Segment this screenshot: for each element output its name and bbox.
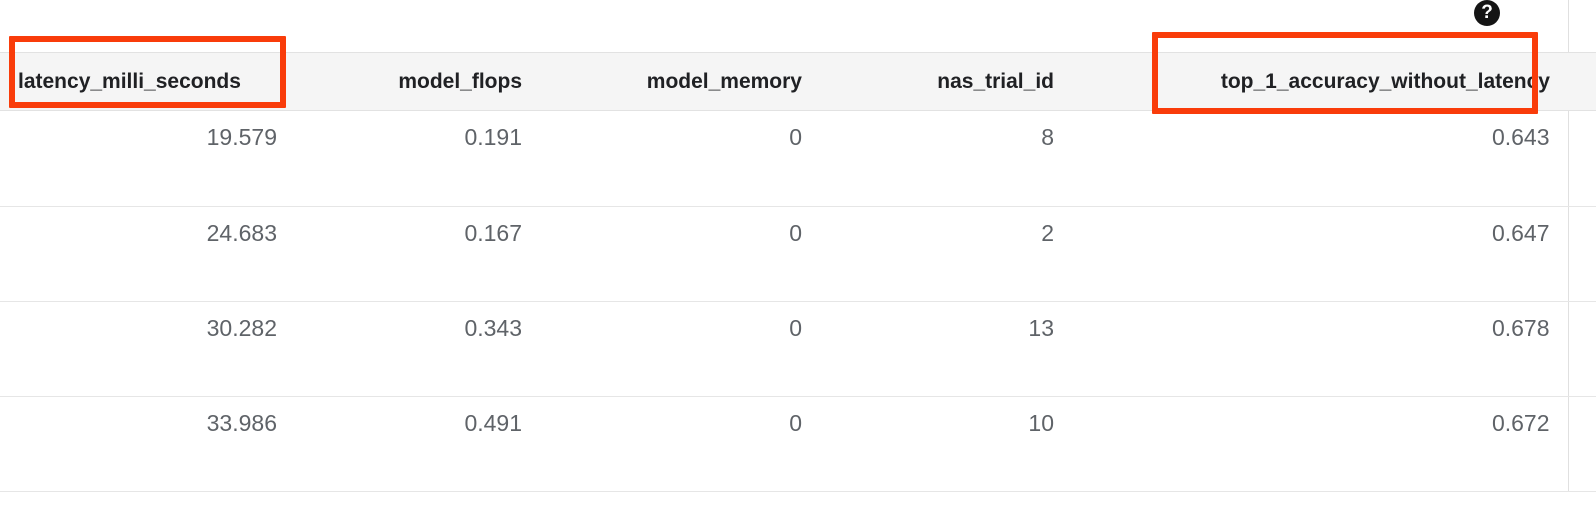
table-row[interactable]: 33.986 0.491 0 10 0.672 [0,396,1596,492]
cell-nas-trial-id: 13 [820,301,1072,397]
cell-model-flops: 0.191 [295,110,540,207]
cell-top-1-accuracy-without-latency: 0.643 [1072,110,1568,207]
cell-latency-milli-seconds: 33.986 [0,396,295,492]
cell-model-memory: 0 [540,396,820,492]
cell-top-1-accuracy-without-latency: 0.678 [1072,301,1568,397]
column-header-latency-milli-seconds[interactable]: latency_milli_seconds [0,52,295,111]
table-header: latency_milli_seconds model_flops model_… [0,52,1596,111]
table-body: 19.579 0.191 0 8 0.643 24.683 0.167 0 2 … [0,110,1596,492]
help-circle-icon[interactable]: ? [1474,0,1500,26]
cell-next-partial [1567,206,1596,302]
table-header-row: latency_milli_seconds model_flops model_… [0,52,1596,111]
cell-top-1-accuracy-without-latency: 0.672 [1072,396,1568,492]
table-row[interactable]: 30.282 0.343 0 13 0.678 [0,301,1596,397]
column-header-next-partial[interactable] [1568,52,1596,111]
cell-model-flops: 0.167 [295,206,540,302]
column-header-model-memory[interactable]: model_memory [540,52,820,111]
column-header-nas-trial-id[interactable]: nas_trial_id [820,52,1072,111]
cell-model-memory: 0 [540,110,820,207]
cell-next-partial [1567,301,1596,397]
cell-nas-trial-id: 8 [820,110,1072,207]
data-table-wrapper: latency_milli_seconds model_flops model_… [0,52,1596,492]
cell-latency-milli-seconds: 30.282 [0,301,295,397]
cell-nas-trial-id: 10 [820,396,1072,492]
cell-next-partial [1567,110,1596,207]
cell-top-1-accuracy-without-latency: 0.647 [1072,206,1568,302]
cell-model-memory: 0 [540,301,820,397]
cell-model-flops: 0.343 [295,301,540,397]
column-divider [1568,0,1569,52]
cell-model-flops: 0.491 [295,396,540,492]
cell-latency-milli-seconds: 24.683 [0,206,295,302]
column-header-model-flops[interactable]: model_flops [295,52,540,111]
column-header-top-1-accuracy-without-latency[interactable]: top_1_accuracy_without_latency [1072,52,1568,111]
table-row[interactable]: 24.683 0.167 0 2 0.647 [0,206,1596,302]
cell-nas-trial-id: 2 [820,206,1072,302]
table-row[interactable]: 19.579 0.191 0 8 0.643 [0,110,1596,207]
cell-model-memory: 0 [540,206,820,302]
data-table: latency_milli_seconds model_flops model_… [0,52,1596,492]
cell-next-partial [1567,396,1596,492]
cell-latency-milli-seconds: 19.579 [0,110,295,207]
